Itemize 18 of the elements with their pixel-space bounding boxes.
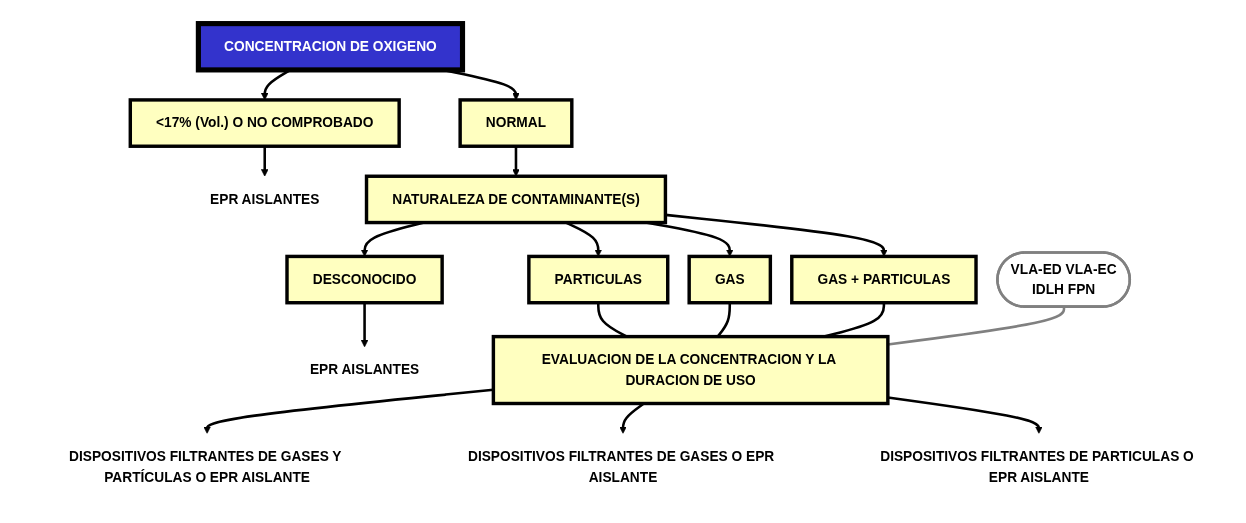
node-box: GAS	[687, 254, 773, 304]
node-box: NORMAL	[458, 97, 574, 148]
node-box: PARTICULAS	[527, 254, 670, 304]
node-box: EVALUACION DE LA CONCENTRACION Y LA DURACION DE USO	[491, 334, 890, 405]
node-text: DISPOSITIVOS FILTRANTES DE GASES O EPR AISLANTE	[467, 448, 775, 484]
arrow	[887, 395, 1043, 434]
node-text: EPR AISLANTES	[309, 361, 420, 377]
node-text: EPR AISLANTES	[210, 191, 320, 206]
arrow	[260, 145, 269, 177]
node-box: NATURALEZA DE CONTAMINANTE(S)	[364, 174, 668, 224]
node-text: DISPOSITIVOS FILTRANTES DE GASES Y PARTÍCULAS O EPR AISLANTE	[69, 448, 342, 484]
node-box: <17% (Vol.) O NO COMPROBADO	[128, 97, 401, 148]
node-box: CONCENTRACION DE OXIGENO	[195, 20, 466, 72]
connector	[716, 302, 732, 337]
node-text: DISPOSITIVOS FILTRANTES DE PARTICULAS O EPR AISLANTE	[880, 448, 1194, 484]
arrow	[360, 302, 369, 347]
node-box: GAS + PARTICULAS	[790, 254, 978, 304]
node-box: DESCONOCIDO	[285, 254, 444, 304]
